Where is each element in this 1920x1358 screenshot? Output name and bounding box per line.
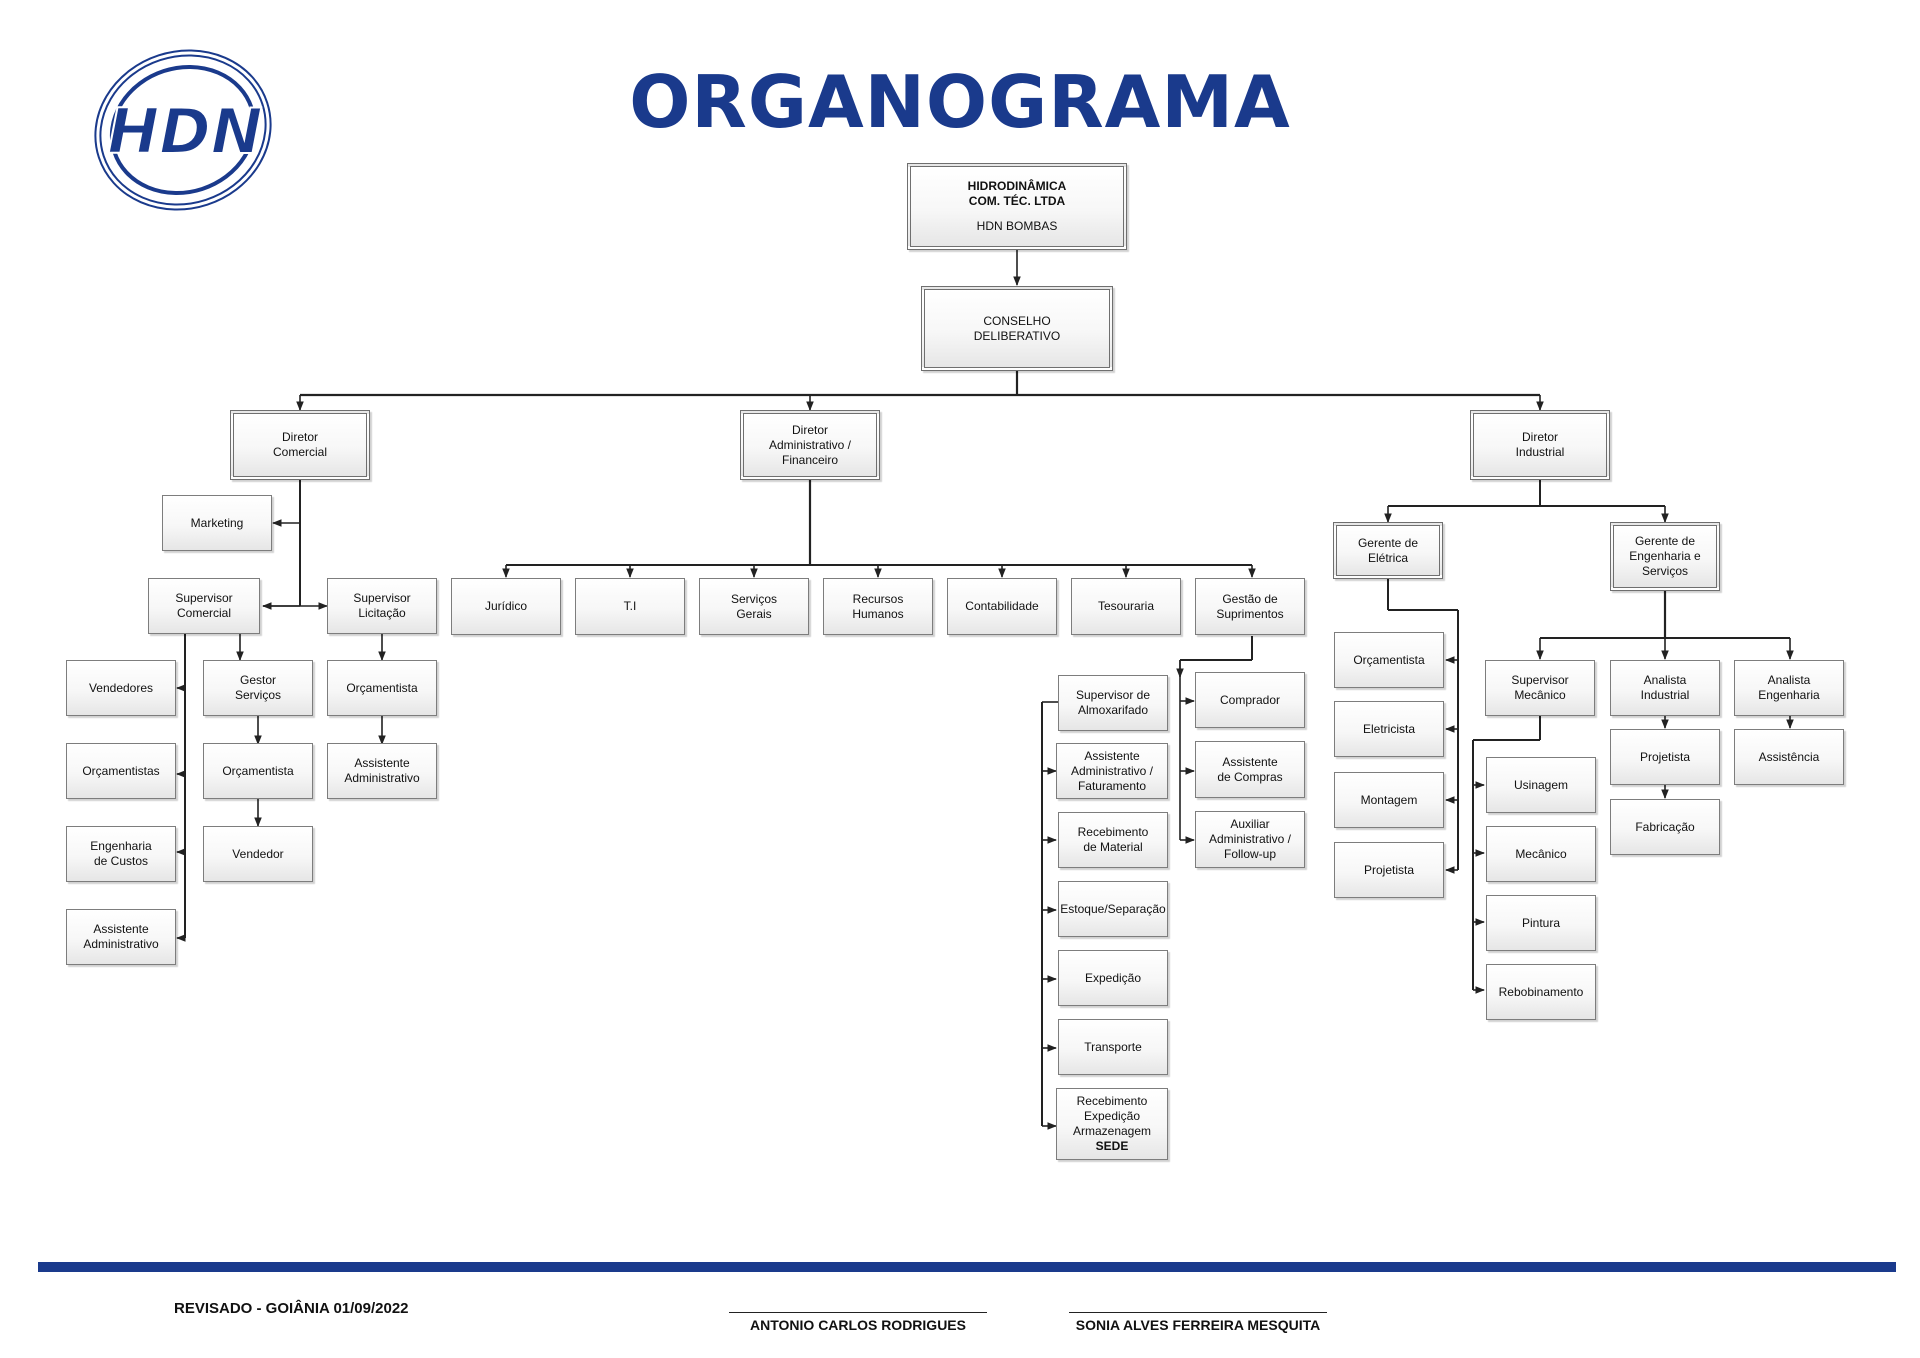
node-fabricacao: Fabricação	[1610, 799, 1720, 855]
node-supervisor-mecanico: Supervisor Mecânico	[1485, 660, 1595, 716]
node-rebobinamento: Rebobinamento	[1486, 964, 1596, 1020]
node-comprador: Comprador	[1195, 672, 1305, 728]
node-orcamentista-licitacao: Orçamentista	[327, 660, 437, 716]
node-analista-engenharia: Analista Engenharia	[1734, 660, 1844, 716]
node-auxiliar-follow-up: Auxiliar Administrativo / Follow-up	[1195, 811, 1305, 868]
node-tesouraria: Tesouraria	[1071, 578, 1181, 635]
node-marketing: Marketing	[162, 495, 272, 551]
svg-text:HDN: HDN	[107, 95, 262, 168]
footer-rule	[38, 1262, 1896, 1272]
node-supervisor-licitacao: Supervisor Licitação	[327, 578, 437, 634]
node-projetista-eletrica: Projetista	[1334, 842, 1444, 898]
node-assistente-administrativo-comercial: Assistente Administrativo	[66, 909, 176, 965]
node-orcamentistas: Orçamentistas	[66, 743, 176, 799]
node-diretor-industrial: Diretor Industrial	[1470, 410, 1610, 480]
node-conselho-deliberativo: CONSELHO DELIBERATIVO	[921, 286, 1113, 371]
node-expedicao: Expedição	[1058, 950, 1168, 1006]
node-assistente-faturamento: Assistente Administrativo / Faturamento	[1056, 743, 1168, 799]
node-eletricista: Eletricista	[1334, 701, 1444, 757]
node-mecanico: Mecânico	[1486, 826, 1596, 882]
node-recebimento-de-material: Recebimento de Material	[1058, 812, 1168, 868]
page-title: ORGANOGRAMA	[629, 60, 1291, 144]
signature-sonia: SONIA ALVES FERREIRA MESQUITA	[1069, 1312, 1327, 1333]
node-assistente-de-compras: Assistente de Compras	[1195, 741, 1305, 798]
node-gestao-de-suprimentos: Gestão de Suprimentos	[1195, 578, 1305, 635]
node-vendedores: Vendedores	[66, 660, 176, 716]
node-supervisor-comercial: Supervisor Comercial	[148, 578, 260, 634]
node-gerente-engenharia-servicos: Gerente de Engenharia e Serviços	[1610, 522, 1720, 591]
node-usinagem: Usinagem	[1486, 757, 1596, 813]
node-recebimento-sede: Recebimento Expedição Armazenagem SEDE	[1056, 1088, 1168, 1160]
node-assistente-administrativo-licitacao: Assistente Administrativo	[327, 743, 437, 799]
node-orcamentista-eletrica: Orçamentista	[1334, 632, 1444, 688]
node-vendedor: Vendedor	[203, 826, 313, 882]
node-analista-industrial: Analista Industrial	[1610, 660, 1720, 716]
node-transporte: Transporte	[1058, 1019, 1168, 1075]
node-pintura: Pintura	[1486, 895, 1596, 951]
node-contabilidade: Contabilidade	[947, 578, 1057, 635]
node-juridico: Jurídico	[451, 578, 561, 635]
hdn-logo: HDN	[94, 49, 272, 211]
node-gestor-servicos: Gestor Serviços	[203, 660, 313, 716]
node-engenharia-de-custos: Engenharia de Custos	[66, 826, 176, 882]
node-supervisor-de-almoxarifado: Supervisor de Almoxarifado	[1058, 675, 1168, 731]
node-ti: T.I	[575, 578, 685, 635]
node-projetista-industrial: Projetista	[1610, 729, 1720, 785]
node-recursos-humanos: Recursos Humanos	[823, 578, 933, 635]
node-orcamentista-gestor: Orçamentista	[203, 743, 313, 799]
node-diretor-comercial: Diretor Comercial	[230, 410, 370, 480]
node-gerente-de-eletrica: Gerente de Elétrica	[1333, 522, 1443, 579]
node-montagem: Montagem	[1334, 772, 1444, 828]
signature-antonio: ANTONIO CARLOS RODRIGUES	[729, 1312, 987, 1333]
node-diretor-administrativo-financeiro: Diretor Administrativo / Financeiro	[740, 410, 880, 480]
node-assistencia: Assistência	[1734, 729, 1844, 785]
revision-date: REVISADO - GOIÂNIA 01/09/2022	[174, 1300, 409, 1317]
node-hidrodinamica: HIDRODINÂMICA COM. TÉC. LTDA HDN BOMBAS	[907, 163, 1127, 250]
node-servicos-gerais: Serviços Gerais	[699, 578, 809, 635]
node-estoque-separacao: Estoque/Separação	[1058, 881, 1168, 937]
